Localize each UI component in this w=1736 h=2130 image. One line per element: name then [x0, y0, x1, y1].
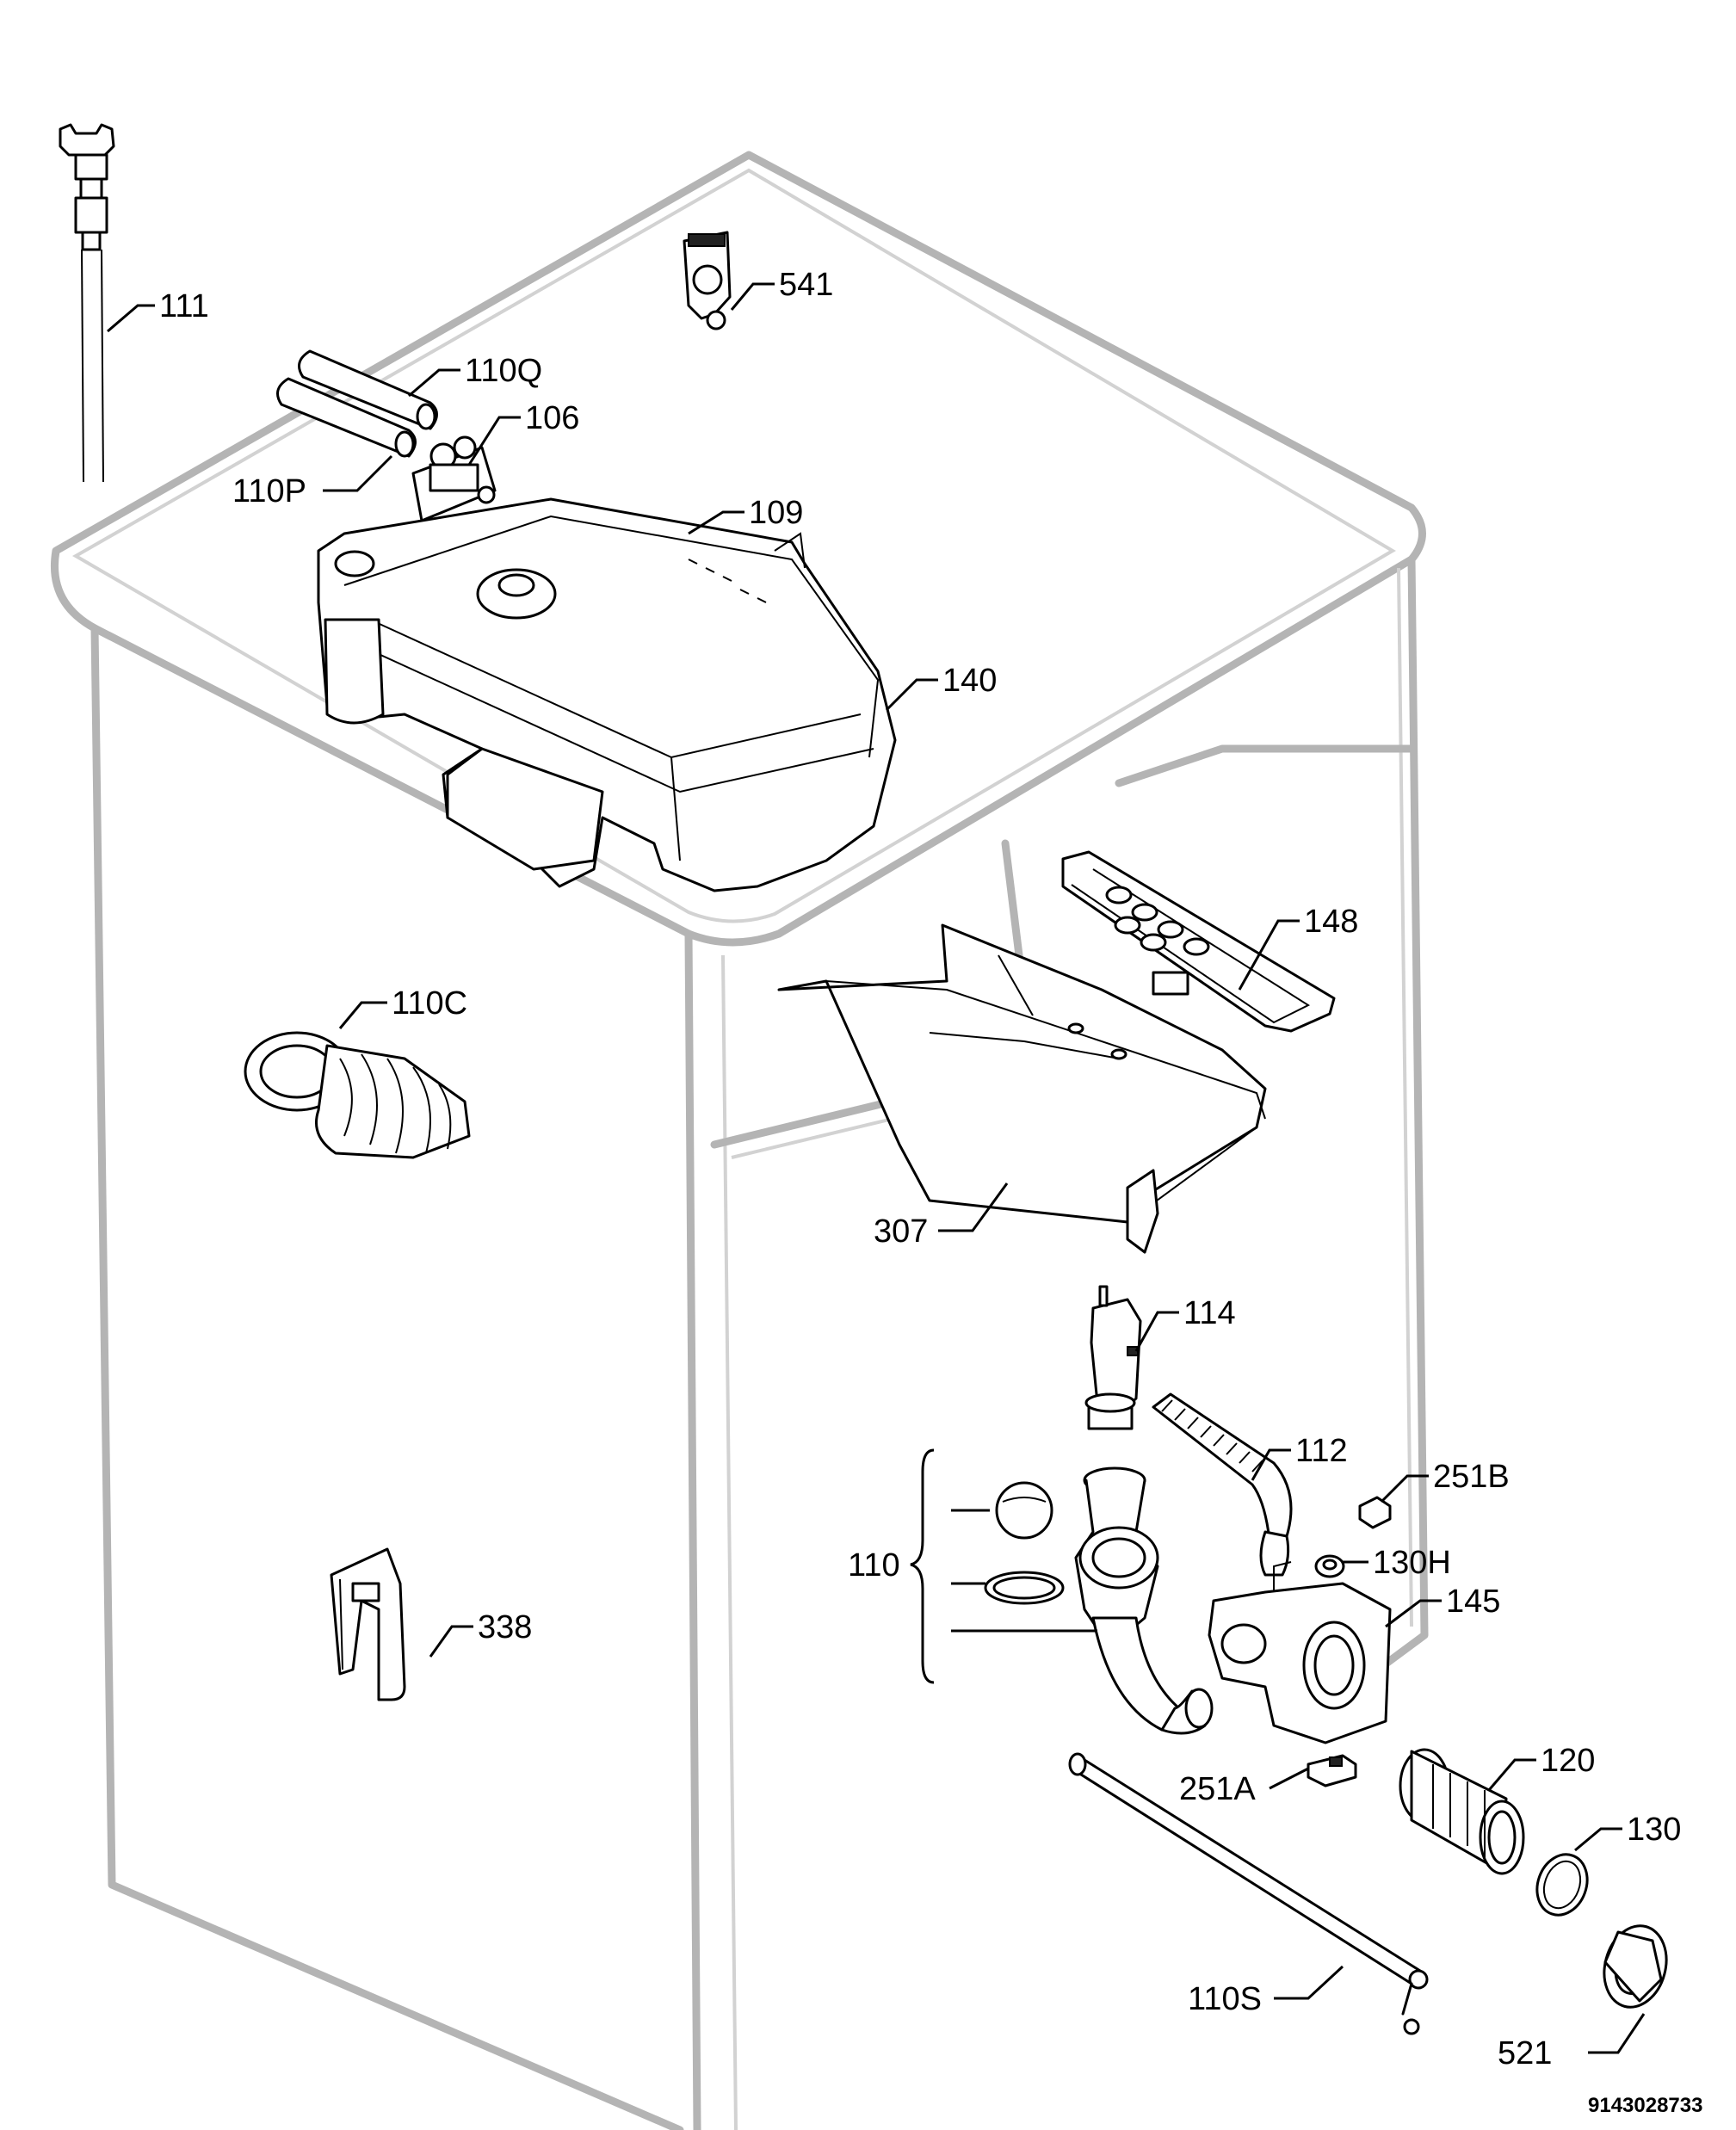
- hook-338: [330, 1547, 406, 1701]
- clip-541: [683, 231, 732, 330]
- label-110: 110: [848, 1547, 900, 1584]
- label-130h: 130H: [1373, 1545, 1451, 1581]
- pipes-110q-110p: [276, 349, 438, 458]
- o-ring-130: [1535, 1853, 1589, 1917]
- label-251a: 251A: [1179, 1771, 1256, 1807]
- inlet-hose-111: [59, 123, 115, 483]
- label-112: 112: [1295, 1433, 1348, 1469]
- label-148: 148: [1304, 904, 1358, 940]
- pump-145: [1208, 1561, 1392, 1744]
- label-120: 120: [1541, 1743, 1595, 1779]
- label-111: 111: [159, 288, 209, 324]
- label-251b: 251B: [1433, 1459, 1510, 1495]
- label-140: 140: [942, 663, 997, 699]
- label-106: 106: [525, 400, 579, 436]
- rod-110s: [1068, 1752, 1429, 2035]
- dispenser-housing-109-140: [317, 497, 897, 892]
- label-110c: 110C: [392, 985, 467, 1022]
- cabinet-outline: [51, 151, 1429, 2130]
- leader-lines: [107, 282, 1646, 2054]
- part-labels: 111 541 110Q 106 110P 109 140 148 110C 3…: [159, 267, 1702, 2117]
- filter-120: [1399, 1748, 1525, 1875]
- label-110p: 110P: [232, 473, 306, 509]
- label-109: 109: [749, 495, 803, 531]
- document-number: 9143028733: [1588, 2094, 1702, 2117]
- hose-110c: [244, 1031, 471, 1159]
- valve-106: [411, 435, 497, 522]
- label-521: 521: [1498, 2035, 1552, 2071]
- label-110s: 110S: [1188, 1981, 1262, 2017]
- label-541: 541: [779, 267, 833, 303]
- label-145: 145: [1446, 1584, 1500, 1620]
- label-338: 338: [478, 1609, 532, 1645]
- corrugated-hose-112: [1152, 1392, 1293, 1577]
- cover-148: [1061, 850, 1336, 1033]
- label-130: 130: [1627, 1812, 1681, 1848]
- pressure-chamber-114: [1084, 1285, 1142, 1430]
- label-307: 307: [874, 1213, 928, 1250]
- drawer-307: [777, 923, 1267, 1254]
- pump-assembly-110: [984, 1466, 1214, 1735]
- label-110q: 110Q: [465, 353, 542, 389]
- filter-cap-521: [1603, 1924, 1668, 2009]
- small-parts: [1307, 1496, 1392, 1787]
- label-114: 114: [1183, 1295, 1236, 1331]
